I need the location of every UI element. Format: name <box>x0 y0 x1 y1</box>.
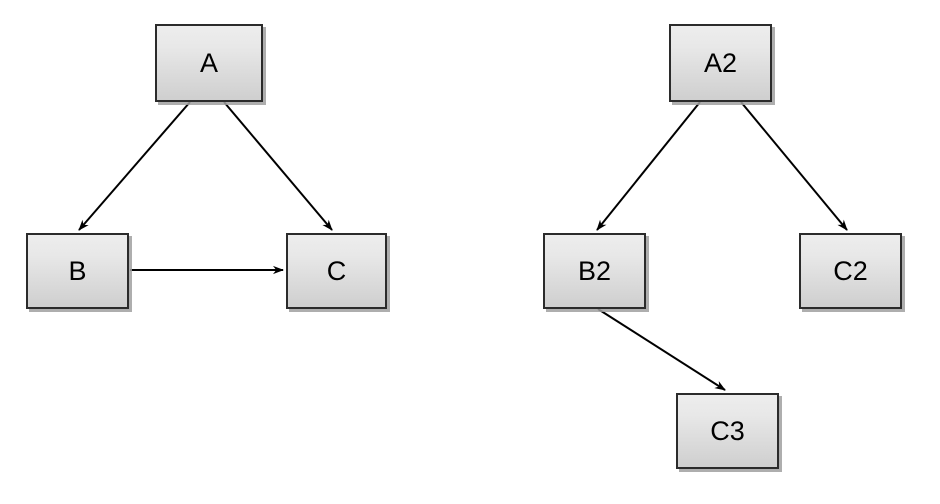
edge-a2-c2[interactable] <box>740 101 848 231</box>
node-b2[interactable]: B2 <box>543 233 646 309</box>
node-c[interactable]: C <box>286 233 387 309</box>
edge-a-b[interactable] <box>78 101 191 231</box>
node-c2[interactable]: C2 <box>799 233 902 309</box>
node-label: C3 <box>710 415 745 446</box>
edge-b2-c3[interactable] <box>597 308 726 391</box>
node-label: B2 <box>577 255 612 286</box>
node-label: A2 <box>703 47 738 78</box>
node-a[interactable]: A <box>155 24 263 102</box>
node-label: C <box>326 255 347 286</box>
node-label: A <box>199 47 218 78</box>
node-c3[interactable]: C3 <box>676 393 779 469</box>
node-a2[interactable]: A2 <box>669 24 772 102</box>
edge-a2-b2[interactable] <box>596 101 701 231</box>
node-label: C2 <box>833 255 868 286</box>
node-b[interactable]: B <box>26 233 129 309</box>
node-label: B <box>68 255 87 286</box>
edge-a-c[interactable] <box>223 101 333 231</box>
